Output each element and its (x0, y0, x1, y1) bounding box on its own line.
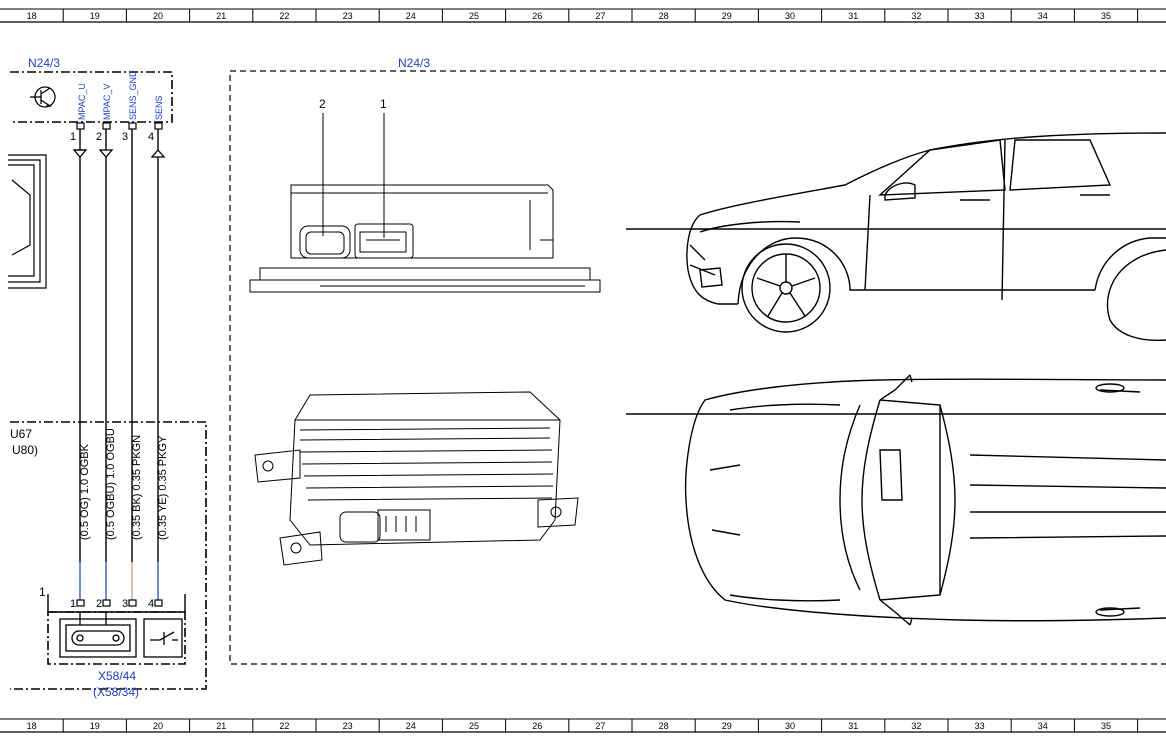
conn-pin-3: 3 (122, 598, 128, 610)
connector-x58-44: 1 1 2 3 4 X58/44 (39, 585, 186, 699)
vehicle-top-view (684, 374, 1166, 626)
bottom-ruler-label-18: 18 (27, 721, 37, 731)
control-unit-side-view (249, 184, 601, 293)
bottom-ruler-label-26: 26 (532, 721, 542, 731)
top-ruler-label-21: 21 (216, 11, 226, 21)
connector-item-number: 1 (39, 585, 46, 599)
top-ruler-label-19: 19 (90, 11, 100, 21)
callout-2: 2 (319, 97, 326, 111)
motor-icon (59, 612, 137, 658)
wire-2-label: (0.5 OGBU) 1.0 OGBU (105, 428, 117, 540)
bottom-ruler-label-20: 20 (153, 721, 163, 731)
module-name: N24/3 (28, 56, 60, 70)
connector-alt-name: (X58/34) (93, 685, 139, 699)
bottom-ruler-label-27: 27 (595, 721, 605, 731)
top-ruler-label-35: 35 (1101, 11, 1111, 21)
callout-1: 1 (380, 97, 387, 111)
signal-direction-arrows (72, 149, 166, 158)
bottom-ruler-label-30: 30 (785, 721, 795, 731)
location-panel: N24/3 2 1 (229, 56, 1166, 665)
top-ruler-label-29: 29 (722, 11, 732, 21)
bottom-ruler-label-19: 19 (90, 721, 100, 731)
wire-3-label: (0.35 BK) 0.35 PKGN (131, 435, 143, 540)
bottom-ruler-label-31: 31 (848, 721, 858, 731)
subassembly-u67: U67 U80) (10, 421, 207, 690)
pin-3-number: 3 (122, 131, 128, 143)
bottom-ruler-label-28: 28 (659, 721, 669, 731)
wire-4-label: (0.35 YE) 0.35 PKGY (157, 435, 169, 540)
conn-pin-4: 4 (148, 598, 154, 610)
subassembly-line1: U67 (10, 427, 32, 441)
conn-pin-2: 2 (96, 598, 102, 610)
bottom-ruler-label-34: 34 (1038, 721, 1048, 731)
switch-icon (143, 618, 183, 658)
top-ruler-label-31: 31 (848, 11, 858, 21)
connector-name: X58/44 (98, 669, 136, 683)
module-n24-3: N24/3 MPAC_U MPAC_V SENS_GND SENS 1 2 3 … (10, 56, 173, 158)
bottom-ruler-label-25: 25 (469, 721, 479, 731)
top-ruler-label-18: 18 (27, 11, 37, 21)
subassembly-line2: U80) (12, 443, 38, 457)
top-ruler-label-26: 26 (532, 11, 542, 21)
pin-2-number: 2 (96, 131, 102, 143)
pin-4-number: 4 (148, 131, 154, 143)
partial-component-left (8, 154, 47, 289)
top-ruler-label-23: 23 (343, 11, 353, 21)
bottom-ruler-label-23: 23 (343, 721, 353, 731)
top-ruler-label-25: 25 (469, 11, 479, 21)
conn-pin-1: 1 (70, 598, 76, 610)
bottom-ruler-label-22: 22 (279, 721, 289, 731)
top-ruler-label-24: 24 (406, 11, 416, 21)
control-unit-iso-view (254, 391, 579, 566)
wire-group: (0.5 OG) 1.0 OGBK (0.5 OGBU) 1.0 OGBU (0… (79, 129, 169, 600)
top-ruler: 18 19 20 21 22 23 24 25 26 27 28 29 30 31 32 33 34 35 (0, 8, 1166, 23)
top-ruler-label-30: 30 (785, 11, 795, 21)
pin-1-signal: MPAC_U (77, 83, 87, 120)
top-ruler-label-28: 28 (659, 11, 669, 21)
bottom-ruler: 18 19 20 21 22 23 24 25 26 27 28 29 30 31 32 33 34 35 (0, 718, 1166, 733)
bottom-ruler-label-33: 33 (975, 721, 985, 731)
location-module-label: N24/3 (398, 56, 430, 70)
top-ruler-label-34: 34 (1038, 11, 1048, 21)
bottom-ruler-label-29: 29 (722, 721, 732, 731)
bottom-ruler-label-32: 32 (911, 721, 921, 731)
bottom-ruler-label-35: 35 (1101, 721, 1111, 731)
pin-1-number: 1 (70, 131, 76, 143)
top-ruler-label-32: 32 (911, 11, 921, 21)
top-ruler-label-20: 20 (153, 11, 163, 21)
pin-2-signal: MPAC_V (102, 84, 112, 120)
bottom-ruler-label-24: 24 (406, 721, 416, 731)
bottom-ruler-label-21: 21 (216, 721, 226, 731)
transistor-icon (30, 86, 56, 108)
top-ruler-label-22: 22 (279, 11, 289, 21)
top-ruler-label-33: 33 (975, 11, 985, 21)
top-ruler-label-27: 27 (595, 11, 605, 21)
pin-4-signal: SENS (154, 95, 164, 120)
wire-1-label: (0.5 OG) 1.0 OGBK (79, 443, 91, 540)
pin-3-signal: SENS_GND (128, 70, 138, 120)
vehicle-side-view (686, 132, 1166, 342)
